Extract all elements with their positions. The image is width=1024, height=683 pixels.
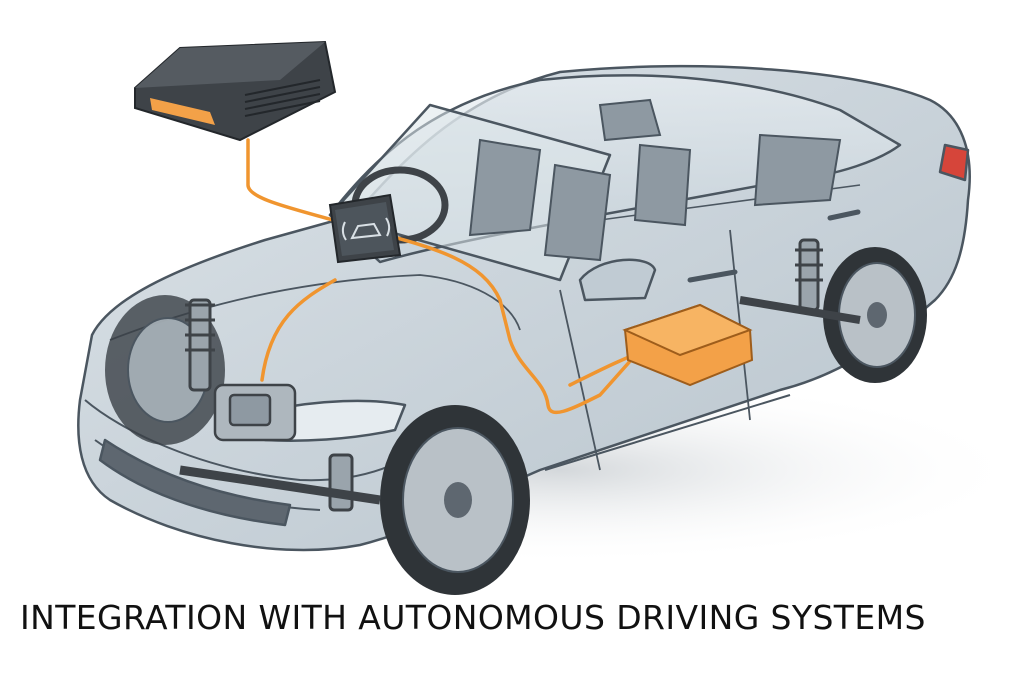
rear-left-wheel bbox=[823, 247, 927, 383]
interior-seats bbox=[468, 98, 842, 262]
front-suspension bbox=[179, 298, 381, 512]
car-body bbox=[77, 64, 971, 552]
driver-assist-display-icon bbox=[328, 193, 402, 264]
rear-suspension bbox=[739, 238, 861, 324]
page-title: INTEGRATION WITH AUTONOMOUS DRIVING SYST… bbox=[20, 598, 926, 637]
ecu-module bbox=[622, 303, 754, 387]
car-with-sensor-waves-icon bbox=[341, 217, 391, 241]
steering-actuator bbox=[213, 383, 297, 442]
control-unit-icon bbox=[134, 40, 337, 142]
front-left-wheel bbox=[380, 405, 530, 595]
